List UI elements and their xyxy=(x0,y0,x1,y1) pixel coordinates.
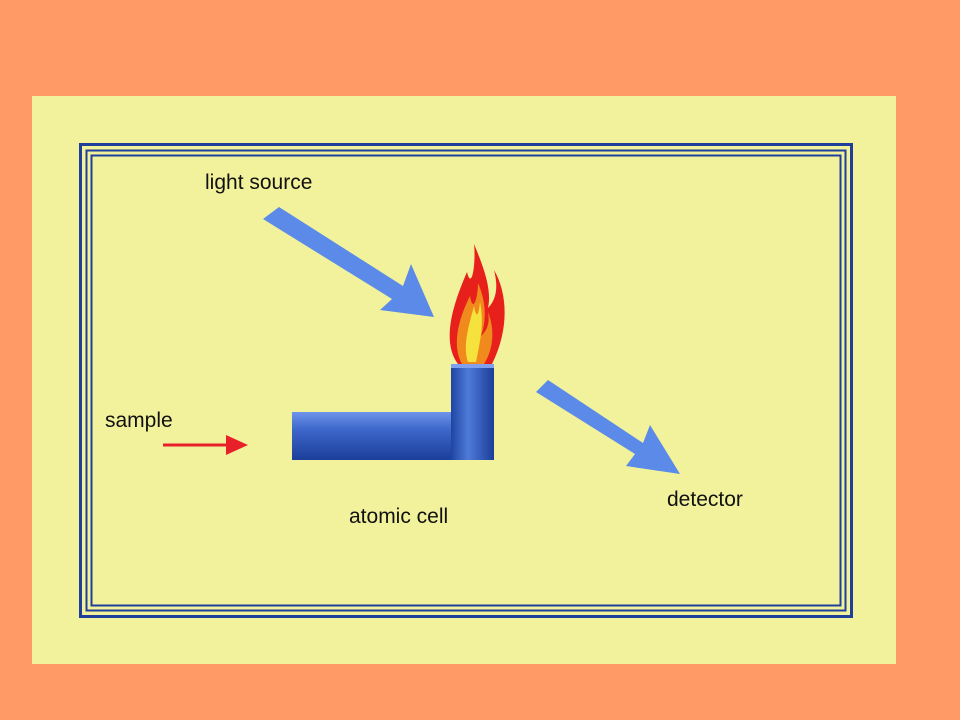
light-source-label: light source xyxy=(205,171,313,194)
sample-label: sample xyxy=(105,409,173,432)
frame-inner-line xyxy=(90,154,842,607)
detector-arrow xyxy=(536,380,680,474)
detector-label: detector xyxy=(667,488,743,511)
atomic-cell-tube-opening xyxy=(451,364,494,368)
sample-arrow xyxy=(163,435,248,455)
frame-outer-line xyxy=(79,143,853,618)
flame-icon xyxy=(449,244,505,364)
frame-middle-line xyxy=(85,149,847,612)
light-source-arrow xyxy=(263,207,434,317)
atomic-cell-vertical-tube xyxy=(451,366,494,460)
atomic-cell-label: atomic cell xyxy=(349,505,449,528)
diagram-frame xyxy=(79,143,853,618)
atomic-cell xyxy=(292,364,494,460)
atomic-cell-horizontal-tube xyxy=(292,412,458,460)
